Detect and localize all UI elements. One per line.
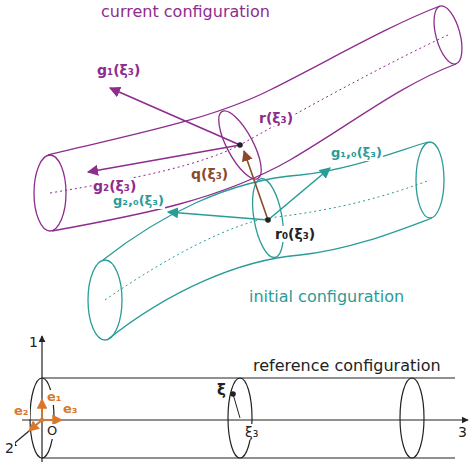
vector-label: g₁,₀(ξ₃) <box>330 146 383 161</box>
g20-vector <box>168 212 268 220</box>
point-label: ξ <box>216 382 227 399</box>
origin-point <box>40 418 44 422</box>
vector-label: g₁(ξ₃) <box>96 62 141 78</box>
tube-edge <box>107 218 432 340</box>
reference-cylinder <box>10 336 468 462</box>
configuration-title: initial configuration <box>248 288 405 306</box>
base-vector-label: e₂ <box>13 404 30 419</box>
e2-vector <box>29 420 42 431</box>
tube-edge <box>103 142 428 260</box>
cross-section <box>247 176 288 260</box>
configuration-title: current configuration <box>100 3 271 21</box>
vectors <box>88 88 330 220</box>
e1-vector <box>41 399 43 420</box>
e3-vector <box>42 419 62 421</box>
g1-vector <box>110 88 240 145</box>
point-r0 <box>265 217 271 223</box>
axis-label: 2 <box>4 440 15 456</box>
centerline <box>50 35 448 193</box>
axis-3 <box>22 419 468 420</box>
initial-tube <box>88 142 444 340</box>
tube-edge <box>48 6 440 155</box>
cylinder-end <box>400 378 424 458</box>
point-xi <box>230 391 236 397</box>
centerline <box>105 180 430 300</box>
point-r <box>237 142 243 148</box>
vector-label: q(ξ₃) <box>190 166 229 182</box>
coordinate-label: ξ₃ <box>244 424 259 440</box>
vector-label: r₀(ξ₃) <box>274 226 316 242</box>
axis-1 <box>41 336 42 462</box>
axis-label: 3 <box>457 424 468 440</box>
q-vector <box>244 151 268 220</box>
axis-label: 1 <box>28 334 39 350</box>
g10-vector <box>268 168 330 220</box>
radius-line <box>233 394 240 418</box>
current-tube <box>34 3 467 231</box>
cylinder-edge <box>42 457 455 458</box>
vector-label: g₂,₀(ξ₃) <box>112 194 165 209</box>
vector-label: r(ξ₃) <box>258 110 294 126</box>
cylinder-edge <box>42 377 455 378</box>
base-vector-label: e₃ <box>62 402 79 417</box>
tube-edge <box>52 64 456 231</box>
cross-section <box>228 378 252 458</box>
vector-label: g₂(ξ₃) <box>92 178 137 194</box>
origin-label: O <box>46 424 58 439</box>
base-vector-label: e₁ <box>46 390 63 405</box>
configuration-title: reference configuration <box>252 357 442 375</box>
